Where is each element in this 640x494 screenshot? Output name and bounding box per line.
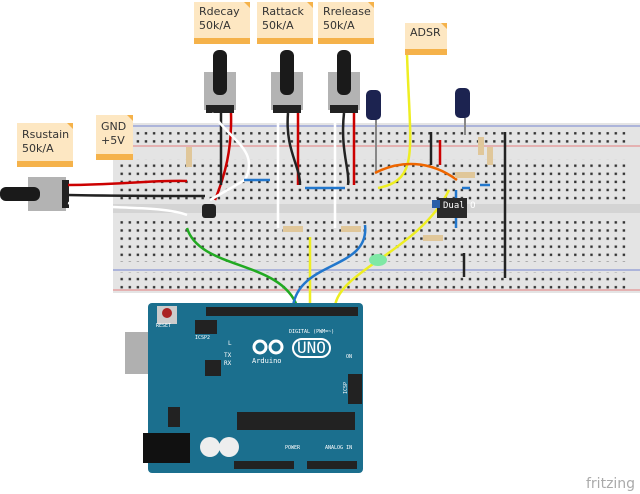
reset-button[interactable]: [162, 308, 172, 318]
potentiometer-rattack[interactable]: [271, 50, 303, 113]
note-title: Rsustain: [22, 128, 70, 141]
resistors: [186, 137, 493, 241]
note-value: 50k/A: [262, 19, 294, 32]
note-value: 50k/A: [323, 19, 355, 32]
power-label: POWER: [285, 445, 301, 451]
potentiometer-rsustain[interactable]: [0, 177, 69, 211]
potentiometer-rrelease[interactable]: [328, 50, 360, 113]
power-jack: [143, 433, 190, 463]
led-l-label: L: [228, 340, 232, 347]
analog-label: ANALOG IN: [325, 445, 353, 451]
note-value: 50k/A: [22, 142, 54, 155]
note-title: ADSR: [410, 26, 441, 39]
note-line: GND: [101, 120, 127, 133]
note-title: Rattack: [262, 5, 304, 18]
atmega-chip: [237, 412, 355, 430]
note-line: +5V: [101, 134, 125, 147]
arduino-uno-board: [125, 303, 363, 473]
note-title: Rrelease: [323, 5, 371, 18]
note-power: GND+5V: [96, 115, 133, 160]
icsp-label: ICSP: [343, 381, 350, 395]
uno-logo: UNO: [292, 338, 331, 358]
fritzing-watermark: fritzing: [586, 476, 636, 492]
ceramic-capacitor: [432, 200, 440, 208]
digital-label: DIGITAL (PWM=~): [289, 329, 335, 335]
reset-label: RESET: [156, 323, 172, 329]
digital-header: [206, 307, 358, 316]
capacitor: [455, 88, 470, 135]
capacitor: [366, 90, 381, 172]
potentiometer-rdecay[interactable]: [204, 50, 236, 113]
note-value: 50k/A: [199, 19, 231, 32]
arduino-logo: Arduino: [252, 357, 282, 365]
wires: [67, 53, 507, 307]
note-title: Rdecay: [199, 5, 240, 18]
led-rx-label: RX: [224, 360, 232, 367]
transistor: [202, 204, 216, 218]
led-tx-label: TX: [224, 352, 232, 359]
led: [369, 254, 387, 266]
icsp2-label: ICSP2: [195, 335, 211, 341]
on-label: ON: [346, 354, 353, 360]
op-amp-ic: [437, 198, 467, 218]
note-adsr: ADSR: [405, 23, 447, 55]
ic-label: Dual O: [443, 201, 476, 211]
